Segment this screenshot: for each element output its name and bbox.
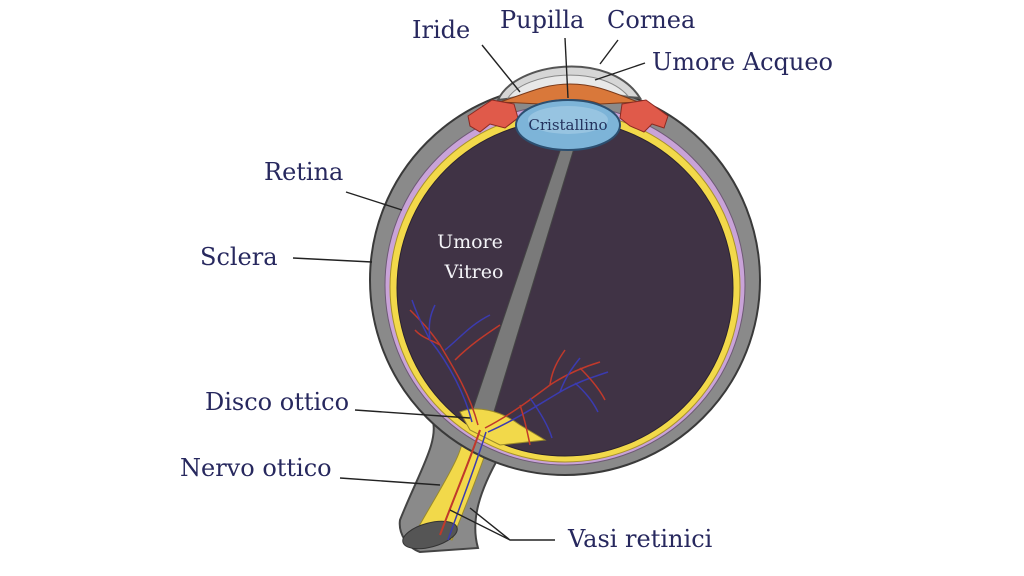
label-pupilla: Pupilla [500,6,584,34]
leader-disco-ottico [354,409,471,419]
leader-umore-acqueo [594,62,646,81]
label-umore-vitreo-line1: Umore [437,231,503,253]
ciliary-body-left [467,99,519,133]
leader-nervo-ottico [339,477,441,486]
leader-sclera [292,257,373,263]
nerve-artery [439,429,481,536]
label-vasi-retinici: Vasi retinici [567,525,713,553]
nerve-vein [447,431,487,541]
label-nervo-ottico: Nervo ottico [180,454,332,482]
label-retina: Retina [264,158,343,186]
label-cristallino: Cristallino [528,116,607,134]
lens-highlight [528,106,608,134]
label-umore-acqueo: Umore Acqueo [652,48,833,76]
label-iride: Iride [412,16,470,44]
retinal-vessels [409,299,609,446]
label-sclera: Sclera [200,243,278,271]
label-disco-ottico: Disco ottico [205,388,349,416]
leader-vasi-retinici [449,507,555,541]
ciliary-body-right [619,99,669,133]
label-umore-vitreo-line2: Vitreo [444,261,504,283]
leader-pupilla [564,37,569,99]
label-cornea: Cornea [607,6,695,34]
leader-cornea [599,39,619,65]
leader-iride [481,44,521,93]
leader-retina [345,191,403,211]
